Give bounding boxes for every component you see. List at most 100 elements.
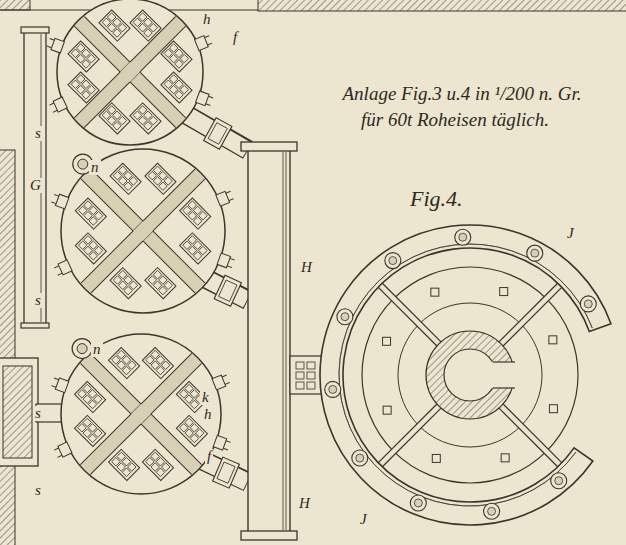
window-frame [108, 348, 139, 379]
window-pane [113, 122, 121, 130]
valve-stem [227, 266, 232, 268]
duct-valve-pane [208, 123, 227, 145]
valve-stem [54, 378, 59, 380]
part-letter: s [33, 126, 43, 141]
window-grid [145, 163, 176, 194]
tuyere-core [389, 257, 397, 265]
duct-valve-body [214, 275, 241, 306]
ring-shade [339, 244, 592, 506]
window-pane [113, 29, 121, 37]
window-pane [88, 400, 96, 408]
window-pane [193, 252, 201, 260]
hot-blast-stove [28, 301, 254, 527]
valve-body [216, 191, 230, 206]
tuyere [455, 229, 471, 245]
window-frame [142, 449, 173, 480]
valve-body [55, 194, 69, 209]
window-grid [75, 415, 106, 446]
valve [46, 37, 64, 53]
valve-pane [307, 362, 315, 369]
tuyere [337, 309, 353, 325]
window-frame [180, 198, 211, 229]
pipe-cap [241, 142, 297, 151]
caption-text: für 60t Roheisen täglich. [361, 110, 549, 129]
duct-valve-body [204, 118, 232, 149]
window-grid [145, 268, 176, 299]
valve-stem [226, 191, 231, 193]
window-pane [124, 286, 132, 294]
window-pane [88, 434, 96, 442]
tuyere-pipe [378, 283, 442, 347]
burner-core [78, 159, 88, 169]
window-frame [108, 449, 139, 480]
brick-wall [0, 150, 15, 545]
pipe-shade [283, 152, 284, 530]
window-frame [145, 163, 176, 194]
window-frame [142, 348, 173, 379]
pipe-cap [21, 27, 49, 33]
tuyere-core [531, 249, 539, 257]
tuyere-pipe [498, 403, 562, 467]
cross-band [79, 352, 202, 475]
valve-pane [296, 362, 304, 369]
tuyere-pipe [378, 403, 442, 467]
cross-band [79, 352, 202, 475]
window-grid [161, 72, 192, 103]
window-grid [108, 348, 139, 379]
valve-stem [208, 43, 213, 45]
cross-center [133, 221, 153, 241]
column-base [549, 336, 557, 344]
duct-valve [204, 118, 232, 149]
valve-stem [47, 46, 52, 48]
tuyere-core [414, 499, 422, 507]
window-frame [130, 10, 161, 41]
valve-body [53, 97, 67, 112]
window-frame [75, 415, 106, 446]
window-pane [89, 217, 97, 225]
pipe-cap [241, 531, 297, 540]
tuyere-pipe-inner [378, 403, 442, 467]
stove-shell [57, 0, 203, 145]
window-pane [122, 468, 130, 476]
window-grid [68, 41, 99, 72]
wall-hatch [0, 0, 30, 10]
cross-band [73, 15, 186, 128]
window-grid [75, 233, 106, 264]
valve-stem [54, 194, 59, 196]
valve-body [58, 442, 72, 457]
column-base [383, 337, 391, 345]
gas-duct [182, 112, 248, 150]
column-base [431, 288, 439, 296]
window-pane [144, 29, 152, 37]
tuyere-core [555, 477, 563, 485]
window-grid [108, 449, 139, 480]
valve-stem [54, 448, 59, 450]
cross-band [80, 168, 206, 294]
part-letter: J [358, 512, 369, 527]
tuyere-core [584, 300, 592, 308]
valve [216, 189, 234, 206]
window-frame [110, 268, 141, 299]
window-frame [99, 10, 130, 41]
tuyere-pipe-inner [498, 283, 562, 347]
tuyere [385, 253, 401, 269]
window-grid [142, 449, 173, 480]
column-base [501, 454, 509, 462]
valve [195, 34, 213, 51]
valve-body [195, 36, 209, 51]
stove-shell [61, 334, 221, 494]
stove-interior [28, 301, 254, 527]
valve-body [58, 260, 72, 275]
pipe-g [24, 32, 46, 324]
caption-text: Anlage Fig.3 u.4 in ¹/200 n. Gr. [343, 84, 582, 103]
valve-body [212, 375, 226, 390]
valve-body [217, 253, 231, 268]
furnace-deck [362, 267, 578, 483]
valve-body [196, 91, 210, 106]
column-base [383, 406, 391, 414]
tuyere [325, 381, 341, 397]
window-grid [161, 41, 192, 72]
cross-band [73, 15, 186, 128]
window-pane [156, 366, 164, 374]
